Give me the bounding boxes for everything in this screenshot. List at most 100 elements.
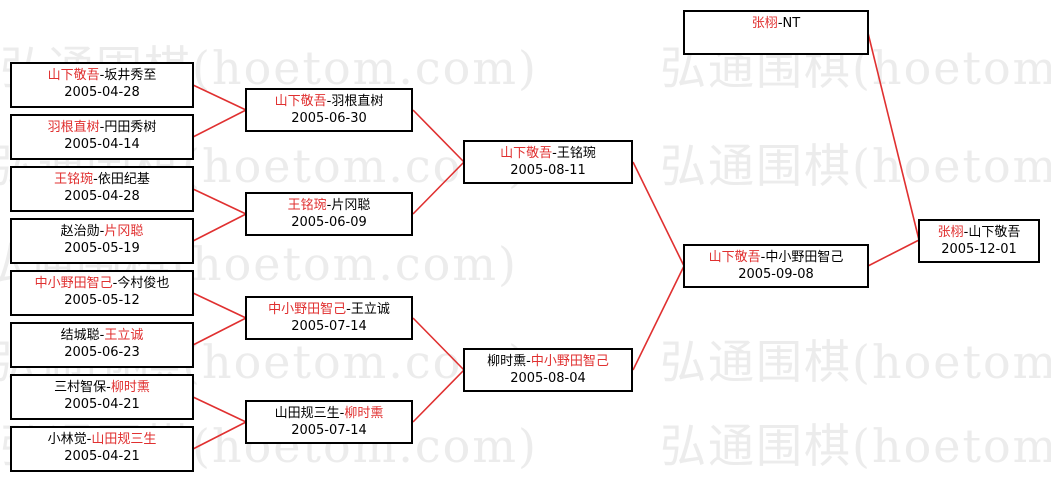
- bracket-line: [867, 32, 920, 241]
- match-box: 三村智保-柳时熏 2005-04-21: [10, 374, 194, 420]
- loser-name: 小林觉: [47, 432, 87, 447]
- separator: -: [526, 354, 531, 369]
- loser-name: 山下敬吾: [968, 225, 1021, 240]
- loser-name: 赵治勋: [60, 224, 100, 239]
- loser-name: 柳时熏: [487, 354, 527, 369]
- bracket-line: [192, 421, 247, 450]
- match-box: 山下敬吾-坂井秀至 2005-04-28: [10, 62, 194, 108]
- loser-name: 结城聪: [60, 328, 100, 343]
- match-box: 王铭琬-片冈聪 2005-06-09: [245, 192, 413, 236]
- winner-name: 山下敬吾: [708, 250, 761, 265]
- loser-name: 羽根直树: [331, 94, 384, 109]
- match-date: 2005-08-04: [510, 371, 586, 386]
- loser-name: 中小野田智己: [765, 250, 844, 265]
- separator: -: [326, 198, 332, 213]
- bracket-line: [192, 188, 247, 215]
- match-box: 中小野田智己-王立诚 2005-07-14: [245, 296, 413, 340]
- bracket-line: [632, 265, 685, 371]
- winner-name: 张栩: [937, 225, 964, 240]
- winner-name: 张栩: [751, 16, 778, 31]
- final-match-box: 张栩-山下敬吾 2005-12-01: [918, 219, 1040, 263]
- winner-name: 王立诚: [104, 328, 144, 343]
- loser-name: 円田秀树: [104, 120, 157, 135]
- loser-name: 片冈聪: [331, 198, 371, 213]
- winner-name: 山下敬吾: [500, 146, 553, 161]
- bracket-line: [412, 161, 465, 215]
- separator: -: [326, 94, 332, 109]
- separator: -: [760, 250, 766, 265]
- winner-name: 山下敬吾: [47, 68, 100, 83]
- loser-name: 依田纪基: [97, 172, 150, 187]
- separator: -: [963, 225, 969, 240]
- loser-name: 王立诚: [350, 302, 390, 317]
- bracket-line: [192, 84, 247, 111]
- loser-name: 坂井秀至: [104, 68, 157, 83]
- separator: -: [99, 68, 105, 83]
- match-date: 2005-09-08: [738, 267, 814, 282]
- bracket-line: [412, 317, 465, 371]
- match-date: 2005-05-12: [64, 293, 140, 308]
- match-box: 山田规三生-柳时熏 2005-07-14: [245, 400, 413, 444]
- separator: -: [346, 302, 351, 317]
- bracket-line: [412, 109, 465, 163]
- match-date: 2005-04-14: [64, 137, 140, 152]
- separator: -: [339, 406, 345, 421]
- winner-name: 中小野田智己: [34, 276, 113, 291]
- match-box: 柳时熏-中小野田智己 2005-08-04: [463, 348, 633, 392]
- match-date: 2005-06-23: [64, 345, 140, 360]
- loser-name: 山田规三生: [274, 406, 340, 421]
- match-date: 2005-06-30: [291, 111, 367, 126]
- bracket-line: [412, 369, 465, 423]
- bracket-line: [192, 292, 247, 319]
- separator: -: [99, 120, 105, 135]
- winner-name: 柳时熏: [344, 406, 384, 421]
- winner-name: 山下敬吾: [274, 94, 327, 109]
- match-date: 2005-12-01: [941, 242, 1017, 257]
- bracket-line: [192, 213, 247, 242]
- match-box: 羽根直树-円田秀树 2005-04-14: [10, 114, 194, 160]
- match-date: 2005-07-14: [291, 319, 367, 334]
- separator: -: [99, 224, 105, 239]
- match-date: 2005-08-11: [510, 163, 586, 178]
- loser-name: 今村俊也: [117, 276, 170, 291]
- match-box: 中小野田智己-今村俊也 2005-05-12: [10, 270, 194, 316]
- separator: -: [99, 328, 105, 343]
- separator: -: [777, 16, 783, 31]
- separator: -: [86, 432, 92, 447]
- winner-name: 羽根直树: [47, 120, 100, 135]
- winner-name: 中小野田智己: [530, 354, 609, 369]
- match-date: 2005-04-28: [64, 189, 140, 204]
- loser-name: 王铭琬: [556, 146, 596, 161]
- winner-name: 王铭琬: [287, 198, 327, 213]
- match-box: 赵治勋-片冈聪 2005-05-19: [10, 218, 194, 264]
- match-date: 2005-05-19: [64, 241, 140, 256]
- bracket-line: [632, 161, 685, 267]
- match-box: 山下敬吾-王铭琬 2005-08-11: [463, 140, 633, 184]
- bracket-line: [867, 239, 920, 267]
- match-date: 2005-04-21: [64, 397, 140, 412]
- match-box: 王铭琬-依田纪基 2005-04-28: [10, 166, 194, 212]
- match-date: 2005-04-28: [64, 85, 140, 100]
- winner-name: 柳时熏: [110, 380, 150, 395]
- match-date: 2005-06-09: [291, 215, 367, 230]
- separator: -: [112, 276, 118, 291]
- bracket-line: [192, 109, 247, 138]
- winner-name: 中小野田智己: [268, 302, 347, 317]
- match-box: 山下敬吾-羽根直树 2005-06-30: [245, 88, 413, 132]
- separator: -: [93, 172, 98, 187]
- loser-name: NT: [782, 16, 801, 31]
- match-box: 小林觉-山田规三生 2005-04-21: [10, 426, 194, 472]
- separator: -: [106, 380, 111, 395]
- bracket-line: [192, 317, 247, 346]
- winner-name: 片冈聪: [104, 224, 144, 239]
- bracket-line: [192, 396, 247, 423]
- loser-name: 三村智保: [54, 380, 107, 395]
- match-box: 山下敬吾-中小野田智己 2005-09-08: [683, 244, 869, 288]
- match-box: 结城聪-王立诚 2005-06-23: [10, 322, 194, 368]
- seed-box: 张栩-NT: [683, 10, 869, 55]
- match-date: 2005-04-21: [64, 449, 140, 464]
- separator: -: [552, 146, 557, 161]
- winner-name: 王铭琬: [54, 172, 94, 187]
- winner-name: 山田规三生: [91, 432, 157, 447]
